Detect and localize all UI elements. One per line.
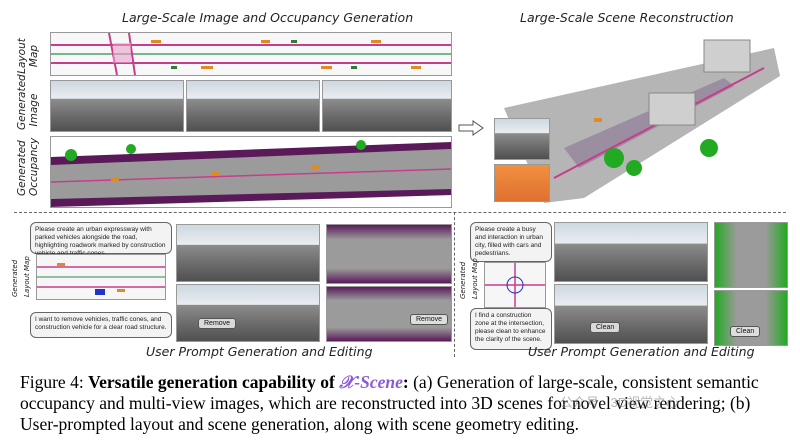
caption-label: Figure 4: — [20, 372, 84, 392]
bottom-left-title: User Prompt Generation and Editing — [146, 344, 373, 359]
caption-method-name: 𝒳-Scene — [339, 372, 403, 392]
section-divider-vertical — [454, 212, 455, 357]
scene-reconstruction-svg — [504, 39, 780, 203]
layout-map-svg — [51, 33, 451, 75]
caption-bold: Versatile generation capability of — [88, 372, 335, 392]
clean-button-1[interactable]: Clean — [590, 322, 621, 333]
edit-image-before-left — [176, 224, 320, 282]
figure-caption: Figure 4: Versatile generation capabilit… — [20, 372, 759, 434]
layout-map-strip — [50, 32, 452, 76]
edit-image-after-left — [176, 284, 320, 342]
caption-text: (a) Generation of large-scale, consisten… — [20, 372, 759, 434]
remove-button-2[interactable]: Remove — [410, 314, 449, 325]
top-right-title: Large-Scale Scene Reconstruction — [520, 10, 734, 25]
novel-view-render — [494, 118, 550, 160]
generated-image-3 — [322, 80, 452, 132]
right-arrow-icon — [458, 120, 484, 136]
layout-map-right — [484, 262, 546, 308]
prompt-busy-intersection: Please create a busy and interaction in … — [470, 222, 552, 262]
occupancy-svg — [51, 140, 451, 207]
novel-view-occupancy — [494, 164, 550, 202]
bottom-right-title: User Prompt Generation and Editing — [528, 344, 755, 359]
section-divider-horizontal — [14, 212, 786, 213]
generated-image-2 — [186, 80, 320, 132]
edit-image-after-right — [554, 284, 708, 344]
edit-image-before-right — [554, 222, 708, 282]
prompt-remove-vehicles: I want to remove vehicles, traffic cones… — [30, 312, 172, 338]
prompt-create-expressway: Please create an urban expressway with p… — [30, 222, 172, 257]
prompt-clean-construction: I find a construction zone at the inters… — [470, 308, 552, 350]
edit-occupancy-before-left — [326, 224, 452, 284]
remove-button-1[interactable]: Remove — [198, 318, 237, 329]
watermark: 公众号 · 3D视觉之心 — [560, 395, 680, 410]
generated-image-1 — [50, 80, 184, 132]
edit-occupancy-after-right — [714, 290, 788, 346]
edit-occupancy-before-right — [714, 222, 788, 288]
top-left-title: Large-Scale Image and Occupancy Generati… — [122, 10, 414, 25]
layout-map-left — [36, 254, 166, 300]
clean-button-2[interactable]: Clean — [730, 326, 761, 337]
generated-occupancy-strip — [50, 136, 452, 208]
